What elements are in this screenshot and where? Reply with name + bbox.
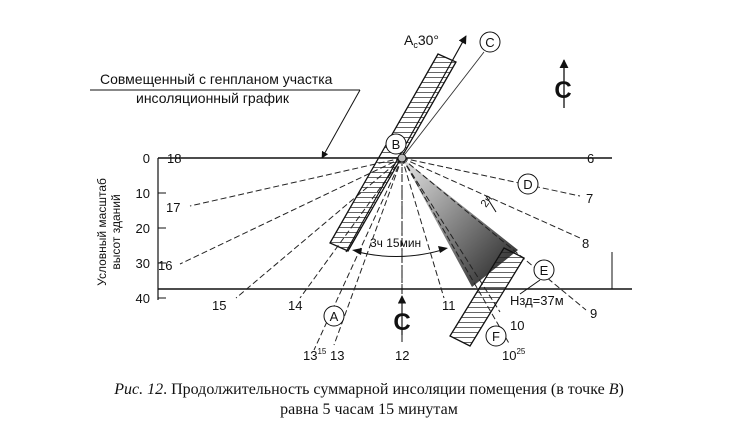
- combined-graph-label-line2: инсоляционный график: [136, 90, 290, 106]
- hour-label-17: 17: [166, 200, 180, 215]
- hour-ray-13b: [333, 157, 403, 346]
- scale-tick-label: 10: [136, 186, 150, 201]
- interval-arc: [357, 249, 443, 257]
- scale-axis-title-line1: Условный масштаб: [95, 178, 109, 286]
- scale-axis-title-line2: высот зданий: [109, 194, 123, 269]
- interval-arc-arrowhead: [438, 246, 448, 253]
- hour-label-12: 12: [395, 348, 409, 363]
- point-label-e: E: [540, 263, 549, 278]
- azimuth-label: Aс30°: [404, 32, 439, 50]
- hour-ray-17: [189, 157, 403, 207]
- insolation-diagram: 0 10 20 30 40 Условный масштаб высот зда…: [90, 31, 632, 363]
- figure-number: Рис. 12: [114, 381, 164, 398]
- point-label-d: D: [523, 177, 532, 192]
- point-marker-c: [479, 31, 501, 53]
- hour-ray-10: [401, 157, 501, 313]
- azimuth-ray-c: [401, 51, 485, 159]
- caption-text-before: . Продолжительность суммарной инсоляции …: [163, 381, 609, 398]
- hour-label-13b: 1315: [303, 347, 327, 363]
- hour-label-10b: 1025: [502, 347, 526, 363]
- hour-ray-7: [401, 157, 581, 197]
- hour-ray-8: [401, 157, 581, 239]
- point-label-a: A: [330, 309, 339, 324]
- hour-label-11: 11: [442, 298, 456, 313]
- insolation-sector-shadow: [402, 158, 518, 287]
- hour-label-8: 8: [582, 236, 589, 251]
- building-2: [449, 247, 525, 347]
- hours-label: 2ч: [479, 193, 496, 210]
- scale-tick-label: 20: [136, 221, 150, 236]
- hour-label-18: 18: [167, 151, 181, 166]
- building-height-label: Нзд=37м: [510, 293, 564, 308]
- caption-text-after: ): [618, 381, 624, 398]
- hour-label-10: 10: [510, 318, 524, 333]
- point-marker-a: [323, 305, 345, 327]
- combined-graph-label-line1: Совмещенный с генпланом участка: [100, 71, 333, 87]
- hour-label-6: 6: [587, 151, 594, 166]
- scale-tick-label: 30: [136, 256, 150, 271]
- hour-label-7: 7: [586, 191, 593, 206]
- scale-tick-label: 40: [136, 291, 150, 306]
- hour-label-9: 9: [590, 306, 597, 321]
- figure-caption: Рис. 12. Продолжительность суммарной инс…: [0, 380, 738, 420]
- hour-label-13: 13: [330, 348, 344, 363]
- caption-line2: равна 5 часам 15 минутам: [280, 401, 458, 418]
- point-label-c: C: [485, 35, 494, 50]
- interval-arc-arrowhead: [352, 248, 362, 255]
- hour-label-14: 14: [288, 298, 302, 313]
- hour-ray-16: [179, 157, 403, 265]
- scale-tick-label: 0: [143, 151, 150, 166]
- point-b-dot: [397, 153, 407, 163]
- hour-label-16: 16: [158, 258, 172, 273]
- caption-line1: Рис. 12. Продолжительность суммарной инс…: [0, 380, 738, 400]
- hour-label-15: 15: [212, 298, 226, 313]
- height-leader: [519, 279, 541, 295]
- point-marker-e: [533, 259, 555, 281]
- caption-point: B: [608, 381, 619, 398]
- point-marker-f: [485, 325, 507, 347]
- point-marker-b: [385, 133, 407, 155]
- point-label-b: B: [392, 137, 401, 152]
- point-marker-d: [517, 173, 539, 195]
- north-symbol-bottom: С: [393, 309, 410, 336]
- north-symbol-top: С: [554, 77, 571, 104]
- hour-ray-9: [401, 157, 587, 311]
- hour-ray-11: [401, 157, 445, 299]
- interval-label: 3ч 15мин: [370, 236, 421, 250]
- point-label-f: F: [492, 329, 500, 344]
- leader-line: [321, 89, 361, 159]
- hours-dimension-line: [485, 195, 497, 213]
